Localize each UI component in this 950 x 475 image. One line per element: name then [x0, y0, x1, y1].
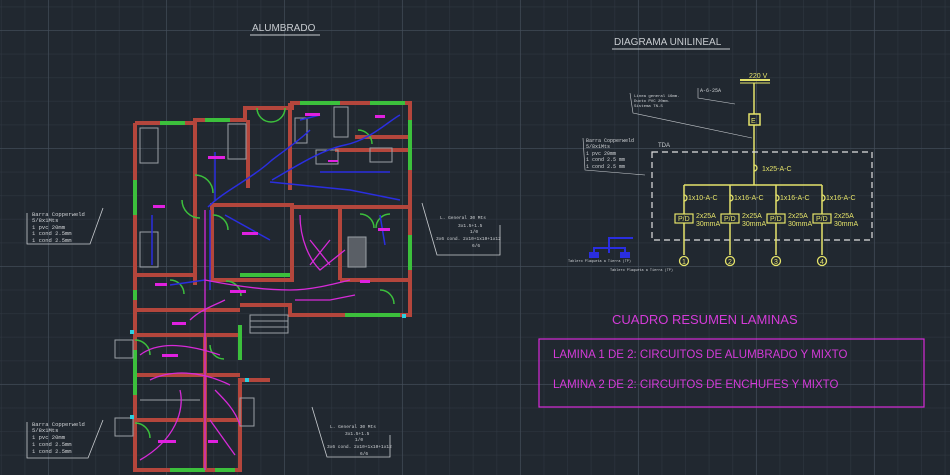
walls [133, 101, 412, 472]
breaker-icon [775, 194, 780, 202]
svg-text:DIAGRAMA UNILINEAL: DIAGRAMA UNILINEAL [614, 37, 722, 48]
svg-text:L. General 30 Mts: L. General 30 Mts [440, 215, 486, 221]
svg-text:5/8x1Mts: 5/8x1Mts [32, 427, 58, 434]
breaker-icon [821, 194, 826, 202]
svg-text:6/6: 6/6 [472, 243, 480, 249]
svg-text:3x1.5+1.5: 3x1.5+1.5 [458, 223, 483, 229]
feeder-note-bottom: L. General 30 Mts 3x1.5+1.5 1/0 3x6 cond… [311, 406, 392, 458]
svg-text:5/8x1Mts: 5/8x1Mts [32, 217, 58, 224]
rcd-sensitivity: 30mmA [696, 221, 720, 228]
door-swings [134, 107, 395, 439]
svg-text:1 pvc 20mm: 1 pvc 20mm [586, 151, 616, 157]
svg-text:Linea general 16mm.: Linea general 16mm. [634, 94, 680, 99]
circuit-number [770, 255, 782, 267]
plan-title: ALUMBRADO [250, 23, 320, 36]
rcd-box [674, 213, 694, 224]
svg-text:1/0: 1/0 [470, 229, 478, 235]
rcd-rating: 2x25A [788, 213, 808, 220]
svg-text:1 cond 2.5mm: 1 cond 2.5mm [32, 230, 72, 237]
ground-note-diagram: Barra Copperweld 5/8x1Mts 1 pvc 20mm 1 c… [582, 137, 646, 176]
panel-tda [651, 151, 873, 241]
ground-label: Tablero Plaqueta a Tierra (TP) [568, 259, 631, 264]
rcd-rating: 2x25A [696, 213, 716, 220]
wall-openings [133, 101, 412, 472]
summary-row: LAMINA 1 DE 2: CIRCUITOS DE ALUMBRADO Y … [553, 349, 847, 361]
svg-text:1 cond 2.5mm: 1 cond 2.5mm [32, 237, 72, 244]
svg-text:3: 3 [774, 259, 778, 266]
circuit-number [678, 255, 690, 267]
ground-electrodes [589, 237, 633, 258]
feeder-note-right: L. General 30 Mts 3x1.5+1.5 1/0 3x6 cond… [421, 202, 501, 256]
lighting-circuit-wiring [151, 114, 401, 290]
breaker-icon [683, 194, 688, 202]
breaker-label: 1x16-A-C [826, 195, 856, 202]
svg-text:1 pvc 20mm: 1 pvc 20mm [32, 224, 66, 231]
svg-text:P/D: P/D [724, 216, 736, 223]
rcd-box [766, 213, 786, 224]
diagram-title: DIAGRAMA UNILINEAL [612, 37, 730, 50]
ground-label: Tablero Plaqueta a Tierra (TP) [610, 268, 673, 273]
breaker-label: 1x16-A-C [734, 195, 764, 202]
breaker-label: 1x10-A-C [688, 195, 718, 202]
junction-boxes [130, 314, 406, 419]
svg-text:1 cond 2.5mm: 1 cond 2.5mm [32, 448, 72, 455]
rcd-rating: 2x25A [834, 213, 854, 220]
svg-text:ALUMBRADO: ALUMBRADO [252, 23, 316, 34]
ground-note-top-left: Barra Copperweld 5/8x1Mts 1 pvc 20mm 1 c… [26, 207, 104, 245]
svg-text:1 cond 2.5mm: 1 cond 2.5mm [32, 441, 72, 448]
single-line-diagram[interactable]: 220 V E A-6-25A Linea general 16mm. Duct… [568, 73, 873, 273]
summary-row: LAMINA 2 DE 2: CIRCUITOS DE ENCHUFES Y M… [553, 379, 838, 391]
meter-label: E [751, 118, 756, 125]
rcd-box [720, 213, 740, 224]
rcd-sensitivity: 30mmA [834, 221, 858, 228]
supply-voltage: 220 V [749, 73, 768, 80]
svg-text:3x1.5+1.5: 3x1.5+1.5 [345, 431, 370, 437]
meter-note: A-6-25A [700, 88, 721, 94]
panel-label: TDA [658, 143, 670, 149]
mixed-circuit-wiring [139, 210, 356, 470]
breaker-icon [729, 194, 734, 202]
floor-plan[interactable] [114, 101, 412, 472]
svg-text:Barra Copperweld: Barra Copperweld [586, 138, 634, 144]
svg-text:1: 1 [682, 259, 686, 266]
svg-text:3x6 cond. 2x10+1x10+1x12: 3x6 cond. 2x10+1x10+1x12 [436, 236, 501, 242]
svg-text:5/8x1Mts: 5/8x1Mts [586, 144, 610, 150]
furniture [114, 106, 393, 437]
svg-text:Barra Copperweld: Barra Copperweld [32, 211, 85, 218]
svg-text:1 cond 2.5 mm: 1 cond 2.5 mm [586, 164, 625, 170]
svg-text:P/D: P/D [816, 216, 828, 223]
svg-text:1 pvc 20mm: 1 pvc 20mm [32, 434, 66, 441]
svg-text:L. General 30 Mts: L. General 30 Mts [330, 424, 376, 430]
summary-title: CUADRO RESUMEN LAMINAS [612, 312, 798, 327]
svg-text:1 cond 2.5 mm: 1 cond 2.5 mm [586, 157, 625, 163]
svg-text:3x6 cond. 2x10+1x10+1x12: 3x6 cond. 2x10+1x10+1x12 [327, 444, 392, 450]
summary-table: CUADRO RESUMEN LAMINAS LAMINA 1 DE 2: CI… [538, 312, 925, 408]
svg-text:1/0: 1/0 [355, 437, 363, 443]
rcd-rating: 2x25A [742, 213, 762, 220]
ground-note-bottom-left: Barra Copperweld 5/8x1Mts 1 pvc 20mm 1 c… [26, 419, 104, 459]
svg-text:P/D: P/D [770, 216, 782, 223]
room-labels [153, 113, 390, 443]
circuit-number [816, 255, 828, 267]
svg-text:6/6: 6/6 [360, 451, 368, 457]
circuit-number [724, 255, 736, 267]
svg-text:4: 4 [820, 259, 824, 266]
svg-text:Sistema TN-S: Sistema TN-S [634, 104, 663, 109]
breaker-label: 1x16-A-C [780, 195, 810, 202]
svg-text:P/D: P/D [678, 216, 690, 223]
rcd-sensitivity: 30mmA [788, 221, 812, 228]
svg-text:Barra Copperweld: Barra Copperweld [32, 421, 85, 428]
main-breaker-label: 1x25-A-C [762, 166, 792, 173]
svg-text:2: 2 [728, 259, 732, 266]
svg-text:Ducto PVC 20mm.: Ducto PVC 20mm. [634, 100, 670, 104]
rcd-sensitivity: 30mmA [742, 221, 766, 228]
rcd-box [812, 213, 832, 224]
main-breaker-icon [753, 164, 758, 172]
